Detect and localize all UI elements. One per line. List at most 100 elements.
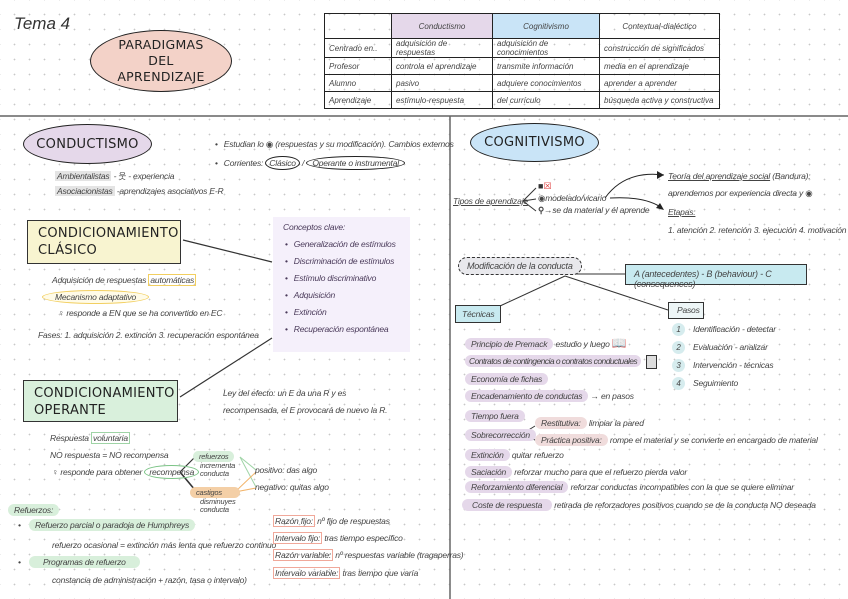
ley-efecto-1: Ley del efecto: un E da una R y es bbox=[223, 388, 347, 398]
tecnica-item: Coste de respuesta retirada de reforzado… bbox=[462, 499, 816, 511]
condicionamiento-operante-title: CONDICIONAMIENTO OPERANTE bbox=[23, 380, 178, 422]
tecnica-label: Saciación bbox=[465, 466, 513, 478]
practica-label: Práctica positiva: bbox=[535, 434, 608, 446]
tecnicas-box: Técnicas bbox=[455, 305, 501, 323]
concepto-item: Recuperación espontánea bbox=[285, 324, 389, 334]
castigos-pill: castigos bbox=[190, 487, 240, 498]
schedule-item: Razón fijo: nº fijo de respuestas bbox=[273, 515, 390, 527]
table-cell: controla el aprendizaje bbox=[391, 57, 493, 75]
refuerzo-parcial-text: refuerzo ocasional = extinción más lenta… bbox=[52, 540, 277, 550]
tecnica-item: Contratos de contingencia o contratos co… bbox=[465, 355, 657, 369]
table-cell: Alumno bbox=[324, 74, 392, 92]
schedule-text: tras tiempo que varía bbox=[342, 568, 419, 578]
abc-box: A (antecedentes) - B (behaviour) - C (co… bbox=[625, 264, 807, 289]
refuerzo-parcial: • Refuerzo parcial o paradoja de Humphre… bbox=[18, 519, 195, 531]
conceptos-title: Conceptos clave: bbox=[283, 222, 346, 232]
concepto-item: Adquisición bbox=[285, 290, 335, 300]
step-number: 4 bbox=[672, 377, 685, 390]
tecnica-label: Reforzamiento diferencial bbox=[465, 481, 569, 493]
table-header-cell: Cognitivismo bbox=[492, 13, 600, 39]
table-cell: construcción de significados bbox=[599, 38, 720, 58]
table-cell: Profesor bbox=[324, 57, 392, 75]
tecnica-label: Tiempo fuera bbox=[465, 410, 525, 422]
tecnica-label: Principio de Premack bbox=[465, 338, 554, 350]
text: responde para obtener bbox=[60, 467, 143, 477]
schedule-label: Razón variable: bbox=[273, 549, 334, 561]
eye-icon: ◉ bbox=[805, 188, 813, 198]
tecnica-text: quitar refuerzo bbox=[511, 450, 564, 460]
concepto-item: Generalización de estímulos bbox=[285, 239, 396, 249]
ley-efecto-2: recompensada, el E provocará de nuevo la… bbox=[223, 405, 388, 415]
tecnica-label: Economía de fichas bbox=[465, 373, 549, 385]
tecnica-label: Contratos de contingencia o contratos co… bbox=[465, 355, 642, 368]
vicario: ◉modelado/vicario bbox=[538, 193, 606, 204]
schedule-label: Razón fijo: bbox=[273, 515, 315, 527]
schedule-text: nº fijo de respuestas bbox=[317, 516, 390, 526]
schedule-text: tras tiempo específico bbox=[324, 533, 403, 543]
person-icon: ♀ bbox=[58, 308, 65, 318]
table-cell: Aprendizaje bbox=[324, 91, 392, 109]
table-cell: pasivo bbox=[391, 74, 493, 92]
highlight-voluntaria: voluntaria bbox=[91, 432, 130, 444]
book-icon: 📖 bbox=[611, 336, 627, 350]
tecnica-item: Principio de Premack estudio y luego 📖 bbox=[465, 336, 627, 350]
mecanismo-adaptativo: Mecanismo adaptativo bbox=[42, 290, 150, 304]
step-number: 1 bbox=[672, 323, 685, 336]
bullet-corrientes: Corrientes: Clásico / Operante o instrum… bbox=[215, 156, 405, 170]
etapas: Etapas: bbox=[668, 207, 696, 217]
aprendemos: aprendemos por experiencia directa y ◉ bbox=[668, 188, 813, 199]
tecnica-item: Tiempo fuera bbox=[465, 410, 525, 422]
clasico-responde: ♀ responde a EN que se ha convertido en … bbox=[58, 308, 223, 318]
asociacionistas: Asociacionistas -aprendizajes asociativo… bbox=[55, 186, 224, 196]
person-icon: ♀ bbox=[52, 467, 59, 477]
text: (Bandura): bbox=[772, 171, 811, 181]
table-cell: Centrado en.. bbox=[324, 38, 392, 58]
clasico-circle: Clásico bbox=[265, 156, 300, 170]
table-header-cell: Conductismo bbox=[391, 13, 493, 39]
schedule-label: Intervalo variable: bbox=[273, 567, 341, 579]
bullet-estudian: Estudian lo ◉ (respuestas y su modificac… bbox=[215, 139, 454, 150]
text: modelado/vicario bbox=[545, 193, 607, 203]
tecnica-item: Saciación reforzar mucho para que el ref… bbox=[465, 466, 687, 478]
schedule-item: Intervalo variable: tras tiempo que varí… bbox=[273, 567, 419, 579]
tecnica-item: Economía de fichas bbox=[465, 373, 549, 385]
tecnica-item: Reforzamiento diferencial reforzar condu… bbox=[465, 481, 795, 493]
tecnica-text: retirada de reforzadores positivos cuand… bbox=[554, 500, 816, 510]
ambientalistas-text: - experiencia bbox=[128, 171, 175, 181]
page-title: Tema 4 bbox=[14, 14, 71, 33]
teoria-label: Teoría del aprendizaje social bbox=[668, 171, 771, 181]
tecnica-label: Encadenamiento de conductas bbox=[465, 390, 589, 402]
programas-pill: Programas de refuerzo bbox=[28, 556, 140, 568]
modificacion-conducta: Modificación de la conducta bbox=[458, 257, 582, 275]
negativo: negativo: quitas algo bbox=[255, 482, 329, 492]
highlight-automaticas: automáticas bbox=[148, 274, 197, 286]
schedule-text: nº respuestas variable (tragaperras) bbox=[335, 550, 464, 560]
tecnica-label: Extinción bbox=[465, 449, 510, 461]
step-number: 2 bbox=[672, 341, 685, 354]
text: Adquisición de respuestas bbox=[52, 275, 147, 285]
text: responde a EN que se ha convertido en EC bbox=[66, 308, 223, 318]
text: rompe el material y se convierte en enca… bbox=[609, 435, 818, 445]
text: Respuesta bbox=[50, 433, 89, 443]
restitutiva-label: Restitutiva: bbox=[535, 417, 587, 429]
clasico-fases: Fases: 1. adquisición 2. extinción 3. re… bbox=[38, 330, 259, 340]
tecnica-text: reforzar conductas incompatibles con la … bbox=[570, 482, 795, 492]
table-cell: aprender a aprender bbox=[599, 74, 720, 92]
table-cell: adquisición de respuestas bbox=[391, 38, 493, 58]
tecnica-text: → en pasos bbox=[590, 391, 635, 401]
cognitivismo-title: COGNITIVISMO bbox=[470, 123, 599, 162]
paso-item: 2 Evaluación - analizar bbox=[672, 341, 768, 354]
concepto-item: Discriminación de estímulos bbox=[285, 256, 395, 266]
disminuyes-conducta: disminuyes conducta bbox=[200, 497, 236, 514]
bullet-text: (respuestas y su modificación). Cambios … bbox=[275, 139, 454, 149]
conductismo-title: CONDUCTISMO bbox=[23, 124, 152, 164]
step-text: Evaluación - analizar bbox=[693, 342, 768, 352]
table-cell: del currículo bbox=[492, 91, 600, 109]
programas-text: constancia de administración + razón, ta… bbox=[52, 575, 247, 585]
asociacionistas-text: -aprendizajes asociativos E-R bbox=[116, 186, 224, 196]
